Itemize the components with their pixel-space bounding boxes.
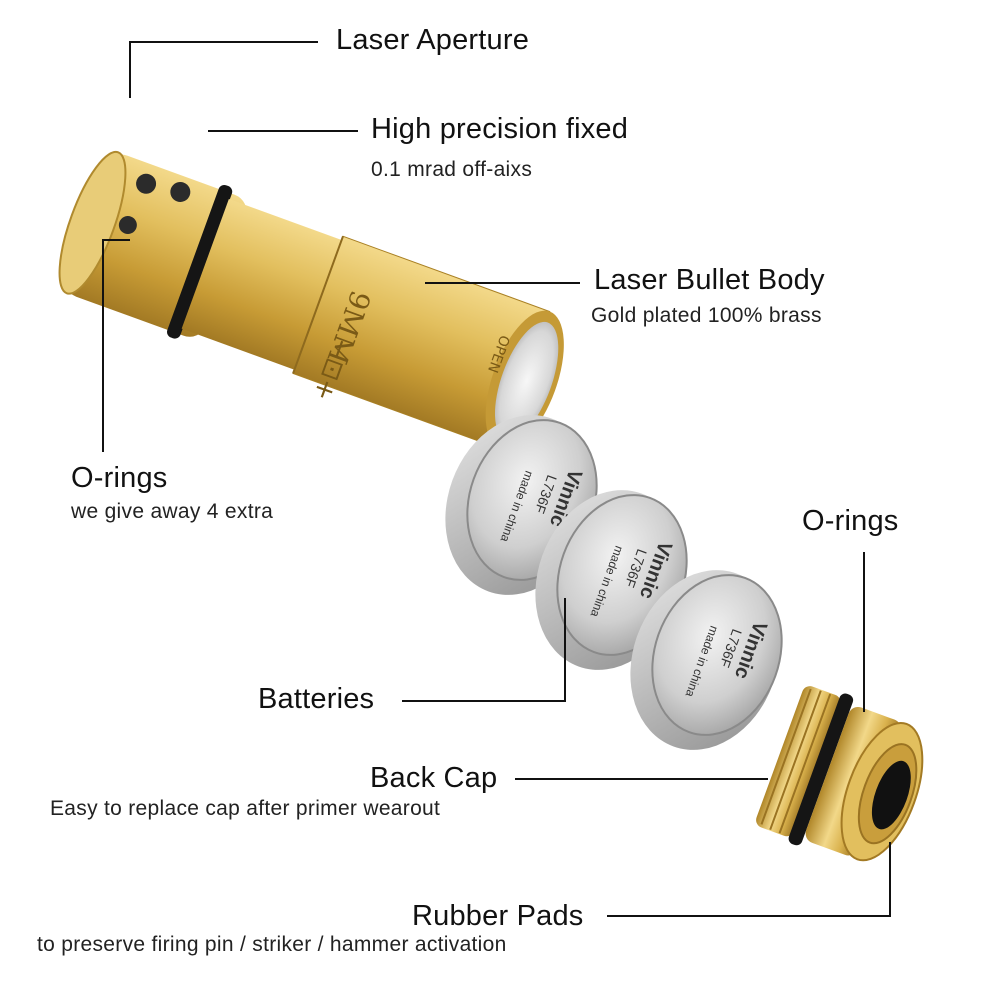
- label-o-rings-left-sub: we give away 4 extra: [71, 500, 274, 523]
- label-o-rings-right: O-rings: [802, 505, 899, 537]
- rubber-pad: [871, 760, 911, 830]
- o-ring-front: [167, 184, 233, 339]
- open-end-interior: [494, 321, 559, 440]
- leader-o-rings-left: [102, 239, 130, 452]
- leader-lines: [102, 41, 891, 917]
- back-cap: [756, 686, 924, 862]
- adjustment-hole-icon: [136, 173, 157, 194]
- label-rubber-pads-sub: to preserve firing pin / striker / hamme…: [37, 933, 507, 956]
- label-batteries: Batteries: [258, 683, 375, 715]
- battery-face: [651, 574, 783, 736]
- label-high-precision: High precision fixed: [371, 113, 629, 145]
- laser-aperture-face: [58, 150, 127, 295]
- adjustment-hole-icon: [118, 216, 137, 235]
- laser-bullet-body: 9MM −⊡+ OPEN: [58, 150, 564, 450]
- label-back-cap: Back Cap: [370, 762, 498, 794]
- leader-laser-aperture: [129, 41, 318, 98]
- leader-batteries: [402, 598, 566, 702]
- label-bullet-body: Laser Bullet Body: [594, 264, 825, 296]
- adjustment-hole-icon: [170, 181, 191, 202]
- label-laser-aperture: Laser Aperture: [336, 24, 530, 56]
- leader-rubber-pads: [607, 842, 891, 917]
- label-high-precision-sub: 0.1 mrad off-aixs: [371, 158, 533, 181]
- bullet-tube-front: [181, 198, 342, 370]
- label-bullet-body-sub: Gold plated 100% brass: [591, 304, 822, 327]
- label-rubber-pads: Rubber Pads: [412, 900, 584, 932]
- label-o-rings-left: O-rings: [71, 462, 168, 494]
- o-ring-rear: [788, 693, 854, 846]
- label-back-cap-sub: Easy to replace cap after primer wearout: [50, 797, 441, 820]
- battery-3: Vinnic L736F made in china: [630, 570, 783, 750]
